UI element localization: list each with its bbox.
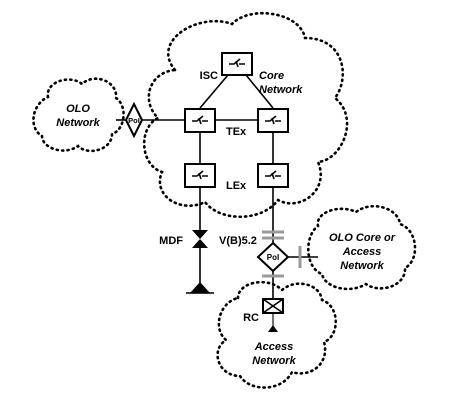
link-isc-to-right-tex (245, 74, 274, 109)
core-network-label-line1: Core (259, 70, 284, 82)
olo-core-label-line2: Access (342, 246, 382, 258)
right-poi-diamond: PoI (256, 241, 290, 273)
lex-right-switch (257, 163, 289, 188)
left-poi-label: PoI (128, 116, 140, 125)
olo-network-label-line2: Network (56, 117, 100, 129)
access-network-cloud (216, 280, 337, 389)
core-network-label-line2: Network (259, 84, 303, 96)
core-network-cloud (142, 11, 349, 219)
mdf-bowtie-icon (192, 230, 208, 248)
isc-switch (221, 52, 253, 76)
rc-crossed-box-icon (262, 298, 284, 314)
isc-label: ISC (200, 70, 218, 82)
lex-label: LEx (226, 180, 247, 192)
right-poi-label: PoI (267, 253, 279, 262)
access-network-label-line1: Access (254, 341, 294, 353)
olo-core-label-line1: OLO Core or (329, 232, 396, 244)
mdf-label: MDF (159, 235, 183, 247)
olo-core-label-line3: Network (340, 260, 384, 272)
left-poi-diamond: PoI (124, 101, 144, 139)
olo-core-cloud (307, 205, 417, 291)
tex-label: TEx (226, 126, 247, 138)
rc-label: RC (243, 312, 259, 324)
tex-left-switch (184, 108, 216, 133)
tex-right-switch (257, 108, 289, 133)
vb52-label: V(B)5.2 (219, 235, 257, 247)
olo-network-cloud (32, 77, 125, 153)
olo-network-label-line1: OLO (66, 103, 90, 115)
ground-terminal-icon (186, 282, 214, 294)
link-isc-to-left-tex (199, 74, 229, 109)
lex-left-switch (184, 163, 216, 188)
rc-small-terminal-icon (268, 325, 278, 332)
access-network-label-line2: Network (252, 355, 296, 367)
